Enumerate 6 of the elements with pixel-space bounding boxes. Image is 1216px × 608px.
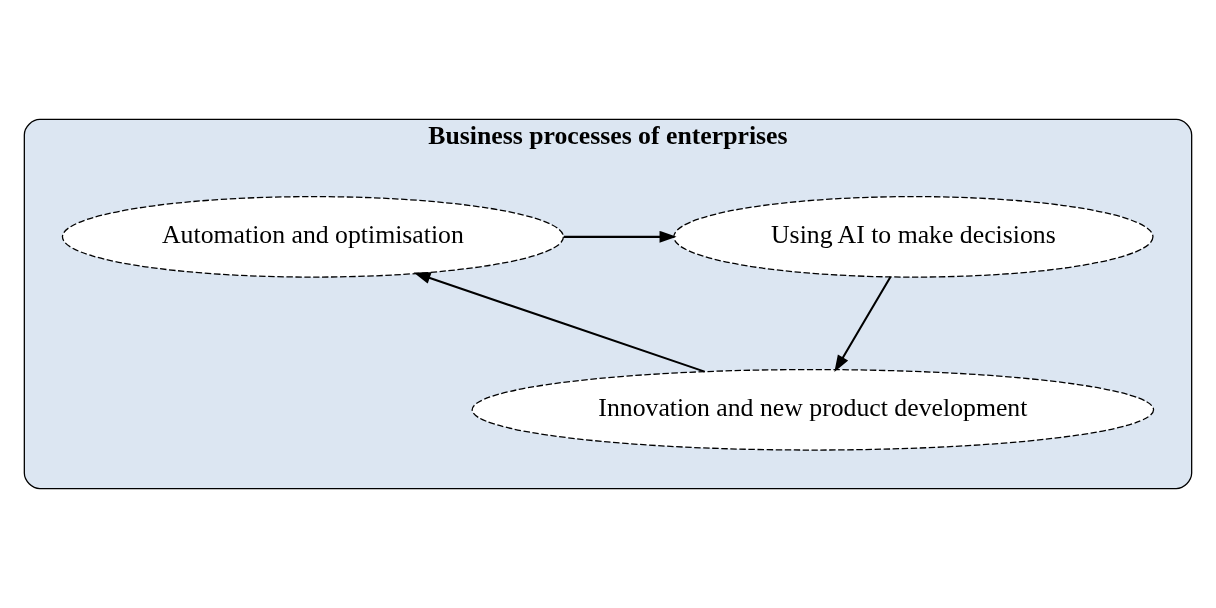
arrow [834, 276, 892, 373]
arrow [563, 230, 677, 243]
node-ellipse: Using AI to make decisions [673, 195, 1154, 278]
node-ellipse: Automation and optimisation [61, 195, 565, 278]
arrow [413, 272, 705, 373]
node-ellipse: Innovation and new product development [471, 368, 1155, 451]
